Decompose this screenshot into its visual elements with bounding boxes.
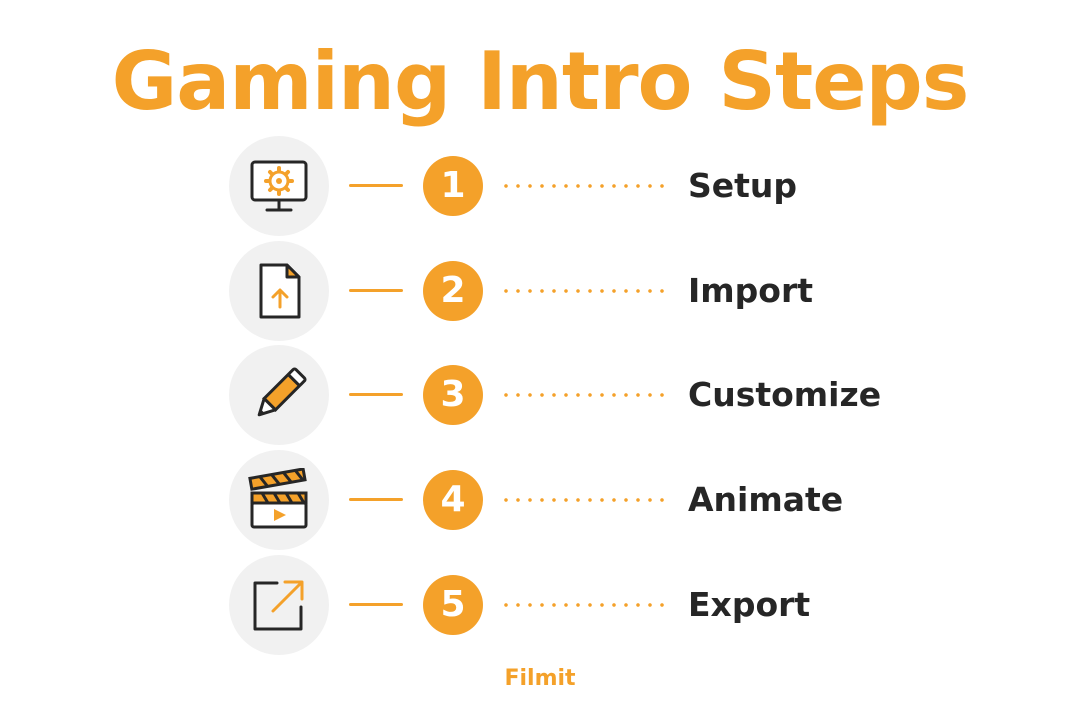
connector-line	[349, 184, 403, 187]
step-number-badge: 2	[423, 261, 483, 321]
step-import: 2 Import	[0, 241, 1080, 341]
external-link-icon	[229, 555, 329, 655]
brand-logo: Filmit	[504, 666, 576, 691]
dotted-connector	[500, 184, 670, 188]
step-customize: 3 Customize	[0, 345, 1080, 445]
dotted-connector	[500, 393, 670, 397]
page-title: Gaming Intro Steps	[111, 35, 970, 128]
dotted-connector	[500, 498, 670, 502]
step-label: Export	[688, 585, 811, 624]
connector-line	[349, 603, 403, 606]
clapperboard-icon	[229, 450, 329, 550]
pencil-icon	[229, 345, 329, 445]
connector-line	[349, 393, 403, 396]
connector-line	[349, 498, 403, 501]
step-setup: 1 Setup	[0, 136, 1080, 236]
step-label: Customize	[688, 375, 882, 414]
step-number-badge: 3	[423, 365, 483, 425]
step-animate: 4 Animate	[0, 450, 1080, 550]
monitor-gear-icon	[229, 136, 329, 236]
step-label: Setup	[688, 166, 798, 205]
step-number-badge: 4	[423, 470, 483, 530]
step-number-badge: 5	[423, 575, 483, 635]
step-label: Animate	[688, 480, 844, 519]
connector-line	[349, 289, 403, 292]
step-number-badge: 1	[423, 156, 483, 216]
file-upload-icon	[229, 241, 329, 341]
dotted-connector	[500, 603, 670, 607]
step-export: 5 Export	[0, 555, 1080, 655]
dotted-connector	[500, 289, 670, 293]
step-label: Import	[688, 271, 814, 310]
